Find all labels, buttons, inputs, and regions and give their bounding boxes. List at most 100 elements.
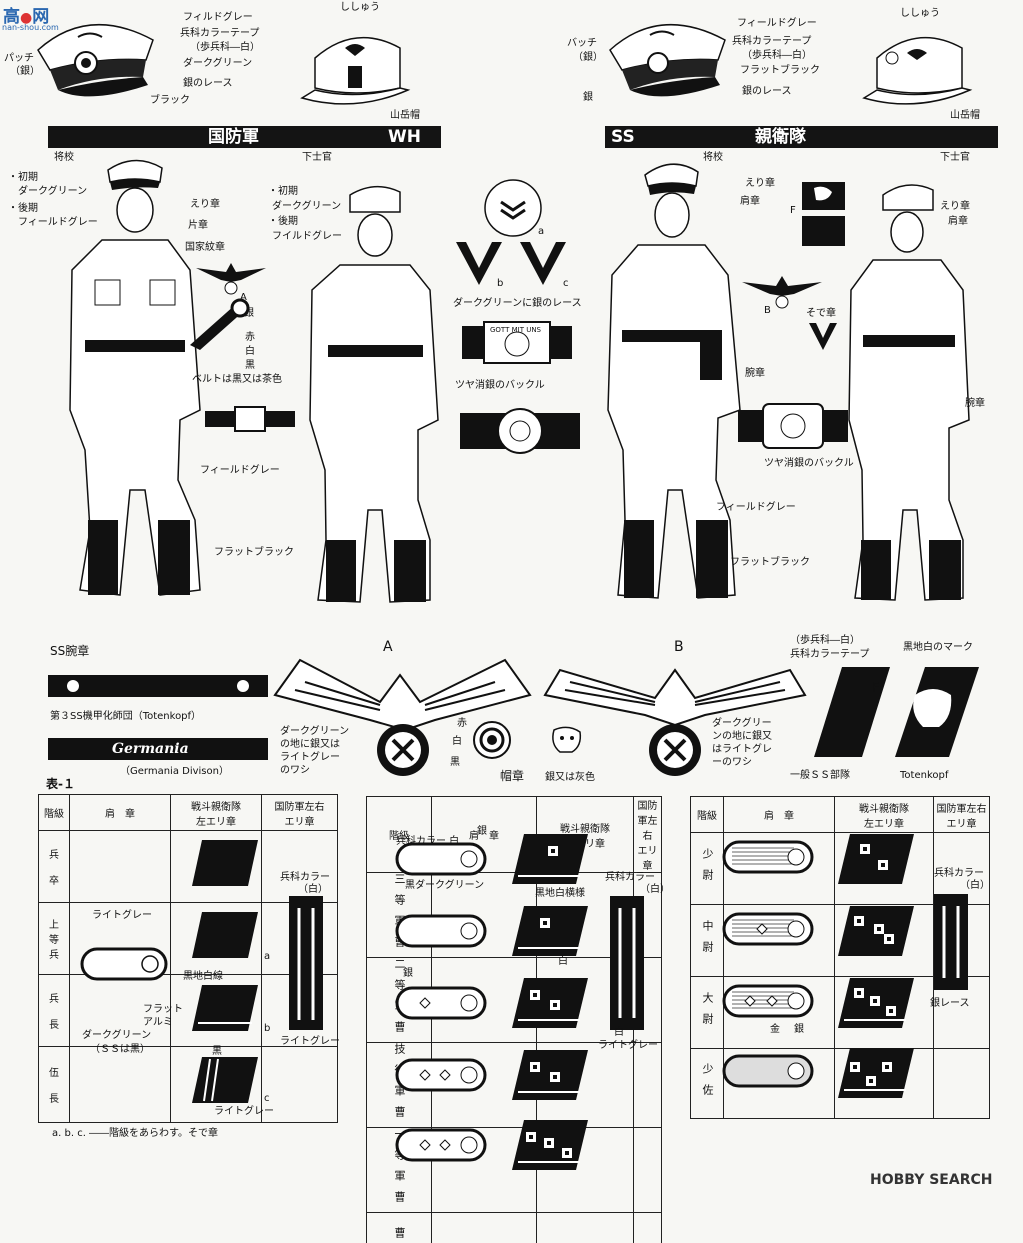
cap-r-patch: バッチ <box>567 38 597 50</box>
t2-silver: 銀 <box>477 826 487 838</box>
eagle-a-label: A <box>383 641 393 653</box>
cap-l-patch-sub: （銀） <box>10 66 40 78</box>
t3-h-ss: 戦斗親衛隊左エリ章 <box>835 797 934 833</box>
wh-black: 黒 <box>245 360 255 372</box>
wh-boots: フラットブラック <box>214 547 294 559</box>
wh-trousers: フィールドグレー <box>200 465 280 477</box>
eagle-note-b-1: ンの地に銀又 <box>712 731 772 743</box>
t1-rank-3: 伍長 <box>39 1047 70 1123</box>
t2-patch-2 <box>510 904 590 958</box>
ss-collar-patch-general <box>812 665 892 760</box>
buckle-text: GOTT MIT UNS <box>490 324 541 336</box>
t1-c: c <box>264 1093 270 1105</box>
ss-collar-patch-totenkopf <box>893 665 983 760</box>
t2-bw-pattern: 黒地白横様 <box>535 888 585 900</box>
t1-bw-line: 黒地白線 <box>183 971 223 983</box>
ss-sleeve: そで章 <box>806 308 836 320</box>
eagle-note-a-1: の地に銀又は <box>280 739 340 751</box>
cap-l-darkgreen: ダークグリーン <box>183 58 252 70</box>
banner-wh-en: WH <box>388 127 421 147</box>
mountain-cap-ss <box>862 18 972 108</box>
cap-r-patch-sub: （銀） <box>573 52 603 64</box>
center-buckle: ツヤ消銀のバックル <box>455 380 545 392</box>
t3-gold: 金 <box>770 1024 780 1036</box>
tape-note-1: （歩兵科―白） <box>790 635 860 647</box>
t1-rank-0: 兵卒 <box>39 831 70 903</box>
ss-f: F <box>790 205 796 217</box>
t1-wh-collar <box>287 894 327 1034</box>
t2-strap-5 <box>395 1126 491 1166</box>
wh-fieldgrey: フィールドグレー <box>18 217 98 229</box>
t2-white: 白 <box>558 956 568 968</box>
banner-wh: 国防軍 WH <box>48 126 441 148</box>
t2-patch-1 <box>510 832 590 886</box>
sleeve-badge-a <box>483 178 543 238</box>
cap-l-tape: 兵科カラーテープ <box>180 28 259 40</box>
t3-h-shoulder: 肩 章 <box>724 797 835 833</box>
cap-l-lace: 銀のレース <box>183 78 233 90</box>
cap-badge-roundel <box>472 720 512 760</box>
t3-h-wh: 国防軍左右エリ章 <box>934 797 990 833</box>
t3-rank-1: 中尉 <box>691 905 724 977</box>
badge-white: 白 <box>452 736 462 748</box>
wh-n-early: ・初期 <box>268 186 298 198</box>
germania-text: Germania <box>112 741 189 757</box>
t2-strap-1 <box>395 840 491 880</box>
t3-rank-0: 少尉 <box>691 833 724 905</box>
wh-belt: ベルトは黒又は茶色 <box>192 374 282 386</box>
ss-armband: 腕章 <box>745 368 765 380</box>
t1-ss-patch-1 <box>190 838 260 888</box>
t1-ss-patch-2 <box>190 910 260 960</box>
germania-div: （Germania Divison） <box>120 766 229 778</box>
t2-lightgrey: ライトグレー <box>598 1040 658 1052</box>
t2-patch-3 <box>510 976 590 1030</box>
tape-note-2: 兵科カラーテープ <box>790 649 869 661</box>
t3-branch: 兵科カラー <box>934 868 984 880</box>
eagle-b-label: B <box>674 641 684 653</box>
banner-ss-en: SS <box>611 127 635 147</box>
t2-black-darkgreen: 黒ダークグリーン <box>405 880 484 892</box>
wh-nco-title: 下士官 <box>302 152 332 164</box>
ss-boots: フラットブラック <box>730 557 810 569</box>
t3-rank-3: 少佐 <box>691 1049 724 1119</box>
wh-eagle: 国家紋章 <box>185 242 225 254</box>
t1-h-wh: 国防軍左右エリ章 <box>262 795 338 831</box>
ss-sleeve-chevron <box>808 322 838 352</box>
cap-r-tape-sub: （歩兵科―白） <box>742 50 812 62</box>
ss-n-collar: えり章 <box>940 201 970 213</box>
t2-white2: 白 <box>614 1027 624 1039</box>
t2-silver2: 銀 <box>403 968 413 980</box>
center-b: b <box>497 278 503 290</box>
wh-early: ・初期 <box>8 172 38 184</box>
eagle-note-a-0: ダークグリーン <box>280 726 349 738</box>
t2-h-wh: 国防軍左右エリ章 <box>634 797 662 873</box>
cap-badge-title: 帽章 <box>500 770 524 782</box>
eagle-note-b-2: はライトグレ <box>712 744 772 756</box>
figure-ss-officer <box>590 150 750 600</box>
t3-patch-1 <box>836 832 916 886</box>
wh-n-late: ・後期 <box>268 216 298 228</box>
t3-silver-lace: 銀レース <box>930 998 970 1010</box>
t3-strap-3 <box>722 982 818 1022</box>
t2-strap-2 <box>395 912 491 952</box>
cap-r-lace: 銀のレース <box>742 86 792 98</box>
cap-l-fieldgrey: フィルドグレー <box>183 12 253 24</box>
t3-strap-4 <box>722 1052 818 1092</box>
peaked-cap-ss <box>600 5 730 105</box>
general-ss: 一般ＳＳ部隊 <box>790 770 850 782</box>
ss-armband2: 腕章 <box>965 398 985 410</box>
t3-rank-2: 大尉 <box>691 977 724 1049</box>
ss-collar: えり章 <box>745 178 775 190</box>
ss-officer-title: 将校 <box>703 152 723 164</box>
wh-n-fieldgrey: フイルドグレー <box>272 231 342 243</box>
t1-flat: フラット <box>143 1004 183 1016</box>
t2-branch: 兵科カラー <box>605 872 655 884</box>
t1-lightgrey: ライトグレー <box>92 910 152 922</box>
t1-branch: 兵科カラー <box>280 872 330 884</box>
t3-patch-4 <box>836 1046 916 1100</box>
f-label-bottom: F <box>872 683 879 695</box>
ss-n-shoulder: 肩章 <box>948 216 968 228</box>
badge-black: 黒 <box>450 757 460 769</box>
eagle-note-b-3: ーのワシ <box>712 757 752 769</box>
t1-b: b <box>264 1023 270 1035</box>
